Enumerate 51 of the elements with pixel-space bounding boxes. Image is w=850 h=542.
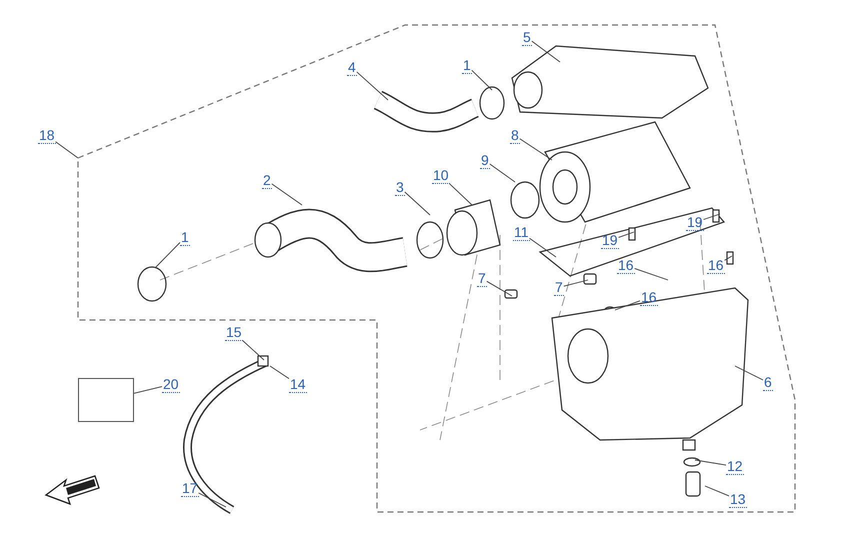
leader-line [404, 192, 430, 216]
leader-line [154, 242, 180, 268]
label-sticker [78, 378, 134, 422]
callout-number: 19 [601, 232, 619, 249]
callout-number: 3 [395, 179, 405, 196]
leader-line [55, 141, 78, 158]
callout-number: 1 [180, 229, 190, 246]
leader-line [271, 183, 302, 206]
leader-line [724, 256, 732, 261]
leader-line [529, 238, 556, 258]
callout-number: 15 [225, 324, 243, 341]
callout-number: 12 [726, 458, 744, 475]
leader-line [531, 40, 560, 62]
callout-number: 4 [347, 59, 357, 76]
leader-line [734, 366, 764, 380]
leader-line [489, 164, 516, 182]
callout-number: 13 [729, 491, 747, 508]
leader-line [703, 214, 720, 220]
leader-line [704, 486, 730, 496]
callout-number: 8 [510, 127, 520, 144]
leader-line [198, 492, 226, 508]
leader-line [618, 232, 634, 238]
leader-line [486, 280, 512, 296]
leader-line [519, 138, 552, 160]
leader-line [471, 70, 492, 90]
leader-line [270, 366, 290, 380]
callout-number: 6 [763, 374, 773, 391]
leader-line [449, 183, 472, 206]
leader-line [134, 386, 162, 394]
callout-number: 16 [707, 257, 725, 274]
callout-number: 7 [554, 279, 564, 296]
callout-number: 19 [686, 214, 704, 231]
callout-number: 14 [289, 376, 307, 393]
callout-number: 16 [640, 289, 658, 306]
callout-number: 5 [522, 29, 532, 46]
leader-line [563, 280, 588, 287]
leader-line [242, 340, 264, 360]
callout-number: 2 [262, 172, 272, 189]
callout-number: 11 [513, 224, 530, 241]
leader-line [634, 268, 668, 280]
leader-line [694, 460, 726, 466]
callout-number: 16 [617, 257, 635, 274]
leader-line [614, 300, 640, 310]
callout-number: 9 [480, 152, 490, 169]
callout-number: 17 [181, 480, 199, 497]
callout-number: 7 [477, 270, 487, 287]
callout-number: 18 [38, 127, 56, 144]
callout-number: 20 [162, 376, 180, 393]
callout-number: 10 [432, 167, 450, 184]
callout-number: 1 [462, 57, 472, 74]
leader-line [356, 71, 388, 100]
